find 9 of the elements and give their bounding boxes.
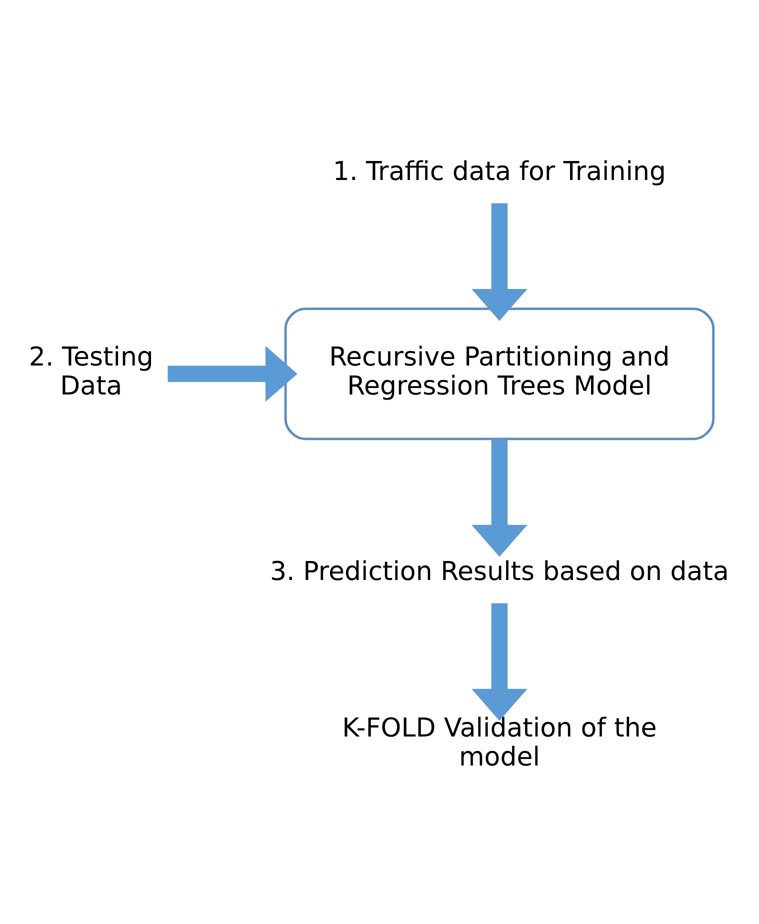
- arrow: [168, 345, 298, 402]
- arrow: [472, 438, 528, 556]
- node-text: K-FOLD Validation of the model: [342, 712, 657, 772]
- arrow: [472, 202, 528, 320]
- arrow: [472, 602, 528, 720]
- node-text: 2. Testing Data: [28, 342, 154, 402]
- node-text: 3. Prediction Results based on data: [270, 556, 729, 587]
- node-text: 1. Traffic data for Training: [332, 156, 666, 186]
- node-box: Recursive Partitioning and Regression Trees Model: [284, 307, 715, 440]
